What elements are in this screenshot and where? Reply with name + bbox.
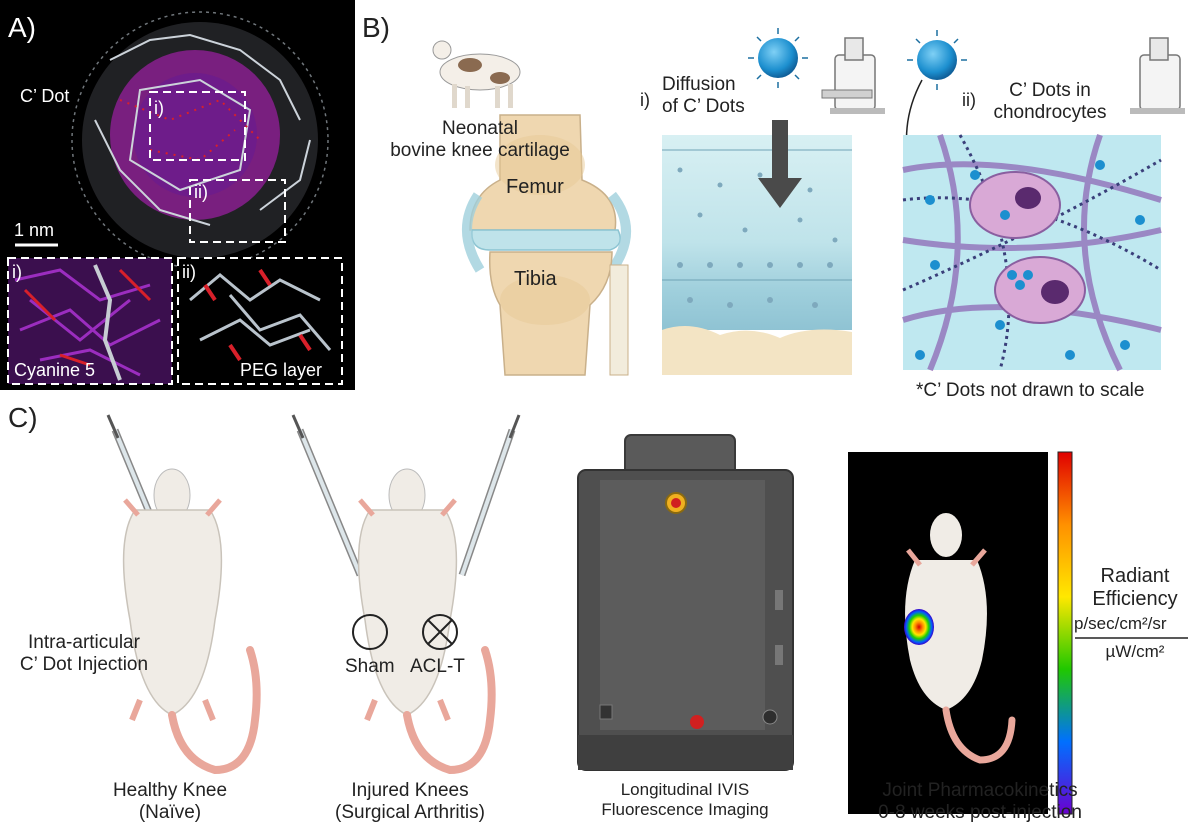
cartilage-section: [662, 120, 852, 375]
aclt-knee-marker: [422, 614, 458, 650]
sham-knee-marker: [352, 614, 388, 650]
inset-ii-caption: PEG layer: [240, 360, 323, 380]
rat-injured: [291, 414, 521, 775]
inset-i: [7, 257, 173, 385]
panel-c-label: C): [8, 402, 38, 433]
inset-i-caption: Cyanine 5: [14, 360, 96, 380]
caption-ivis: Longitudinal IVIS Fluorescence Imaging: [601, 780, 769, 819]
inset-ii: [177, 257, 343, 385]
ivis-imager: [577, 434, 794, 771]
colorbar-unit-denominator: µW/cm²: [1105, 642, 1165, 661]
step-ii-marker: ii): [962, 90, 976, 110]
c-dot-icon-1: [748, 28, 808, 88]
step-i-text: Diffusion of C’ Dots: [662, 74, 745, 117]
inset-i-box: [149, 91, 246, 161]
microscope-icon-2: [1130, 37, 1185, 114]
inset-i-corner: i): [12, 262, 22, 282]
caption-injured: Injured Knees (Surgical Arthritis): [335, 780, 485, 823]
source-label: Neonatal bovine knee cartilage: [390, 118, 570, 161]
scale-footnote: *C’ Dots not drawn to scale: [916, 380, 1145, 401]
tibia-label: Tibia: [514, 268, 557, 290]
c-dot-label: C’ Dot: [20, 86, 70, 106]
scale-bar-label: 1 nm: [14, 220, 55, 240]
caption-healthy: Healthy Knee (Naïve): [112, 780, 228, 823]
chondrocyte-matrix: [902, 134, 1162, 372]
femur-label: Femur: [506, 176, 564, 198]
colorbar-unit-numerator: p/sec/cm²/sr: [1074, 614, 1167, 633]
step-i-marker: i): [640, 90, 650, 110]
step-ii-text: C’ Dots in chondrocytes: [993, 80, 1107, 123]
inset-i-marker: i): [154, 98, 164, 118]
panel-b-label: B): [362, 12, 390, 43]
colorbar-title: Radiant Efficiency: [1092, 565, 1178, 610]
inset-ii-marker: ii): [194, 182, 208, 202]
calf-illustration: [432, 40, 521, 108]
sham-label: Sham: [345, 656, 395, 677]
knee-joint: [462, 114, 631, 376]
aclt-label: ACL-T: [410, 656, 465, 677]
rat-healthy: [106, 414, 261, 775]
c-dot-molecule: [71, 11, 329, 269]
injection-label: Intra-articular C’ Dot Injection: [19, 632, 149, 675]
panel-a-label: A): [8, 12, 36, 43]
inset-ii-corner: ii): [182, 262, 196, 282]
caption-pk: Joint Pharmacokinetics 0-8 weeks post-in…: [878, 780, 1082, 823]
ivis-result: [848, 451, 1188, 815]
microscope-icon-1: [821, 37, 885, 114]
